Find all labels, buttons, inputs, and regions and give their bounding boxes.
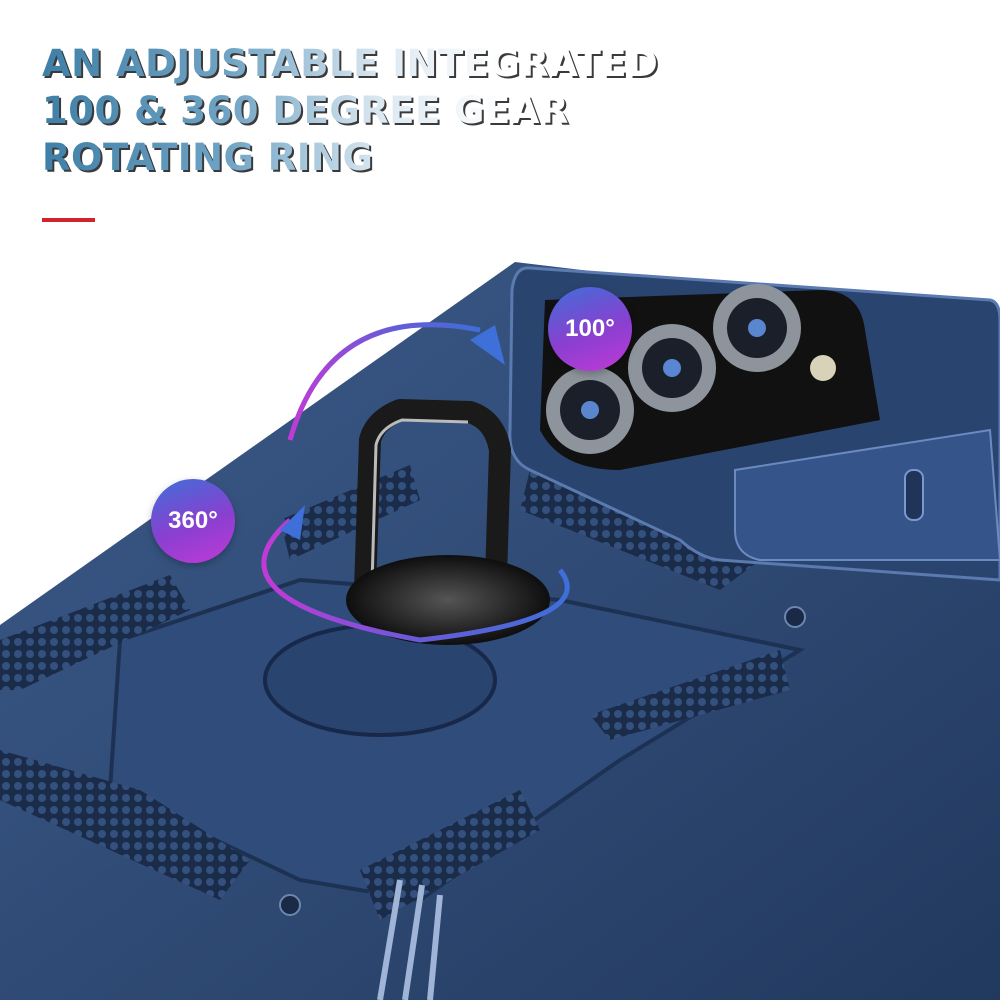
arrow-head-icon: [470, 325, 505, 365]
grip-texture: [0, 575, 190, 690]
headline-line-1: AN ADJUSTABLE INTEGRATED: [42, 42, 659, 85]
accent-line: [42, 218, 95, 222]
rotation-arrow-360: [261, 518, 570, 643]
screw: [784, 606, 806, 628]
grip-texture: [280, 465, 420, 560]
screw: [279, 894, 301, 916]
camera-lenses: [546, 284, 836, 454]
ring-highlight: [370, 418, 469, 586]
headline-line-3: ROTATING RING: [42, 134, 658, 181]
badge-100-degree: 100°: [548, 287, 632, 371]
rotation-arrow-100: [287, 322, 481, 441]
grip-texture: [360, 790, 540, 920]
grip-texture: [590, 650, 790, 740]
camera-slider: [734, 428, 1000, 561]
ring-holder-arch: [354, 399, 511, 611]
headline: AN ADJUSTABLE INTEGRATED 100 & 360 DEGRE…: [42, 40, 658, 181]
slider-grip: [904, 469, 924, 521]
side-ridges: [377, 879, 443, 1000]
headline-line-2: 100 & 360 DEGREE GEAR: [42, 87, 658, 134]
grip-texture: [0, 750, 250, 900]
arrow-head-icon: [280, 505, 305, 540]
grip-texture: [520, 470, 760, 590]
badge-360-degree: 360°: [151, 479, 235, 563]
ring-holder-disc: [346, 555, 550, 645]
